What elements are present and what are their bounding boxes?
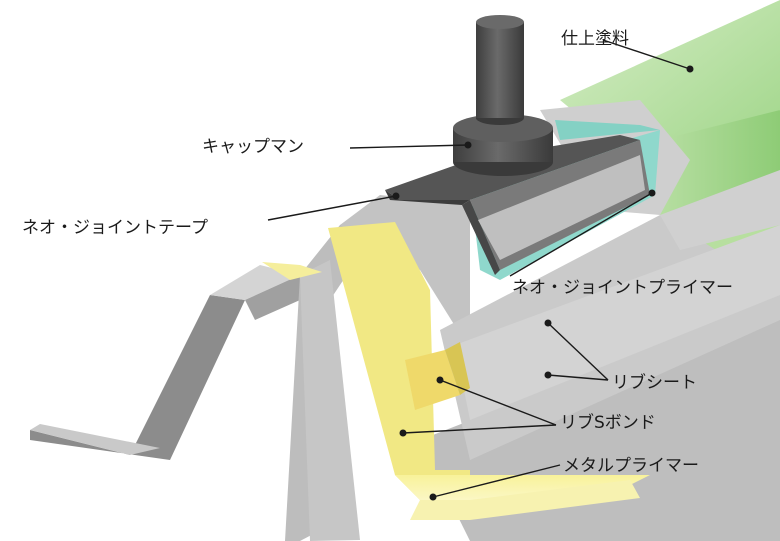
rib-s-bond-layer — [262, 222, 650, 520]
label-cap-man: キャップマン — [202, 137, 304, 157]
left-lower-rib — [30, 265, 300, 460]
label-neo-joint-tape: ネオ・ジョイントテープ — [22, 218, 208, 238]
label-metal-primer: メタルプライマー — [563, 456, 699, 476]
cap-man — [453, 15, 553, 176]
label-rib-sheet: リブシート — [612, 373, 697, 393]
label-rib-s-bond: リブSボンド — [560, 413, 656, 433]
label-neo-joint-primer: ネオ・ジョイントプライマー — [512, 278, 733, 298]
leader-lines — [267, 39, 694, 501]
label-finish-paint: 仕上塗料 — [561, 29, 629, 49]
